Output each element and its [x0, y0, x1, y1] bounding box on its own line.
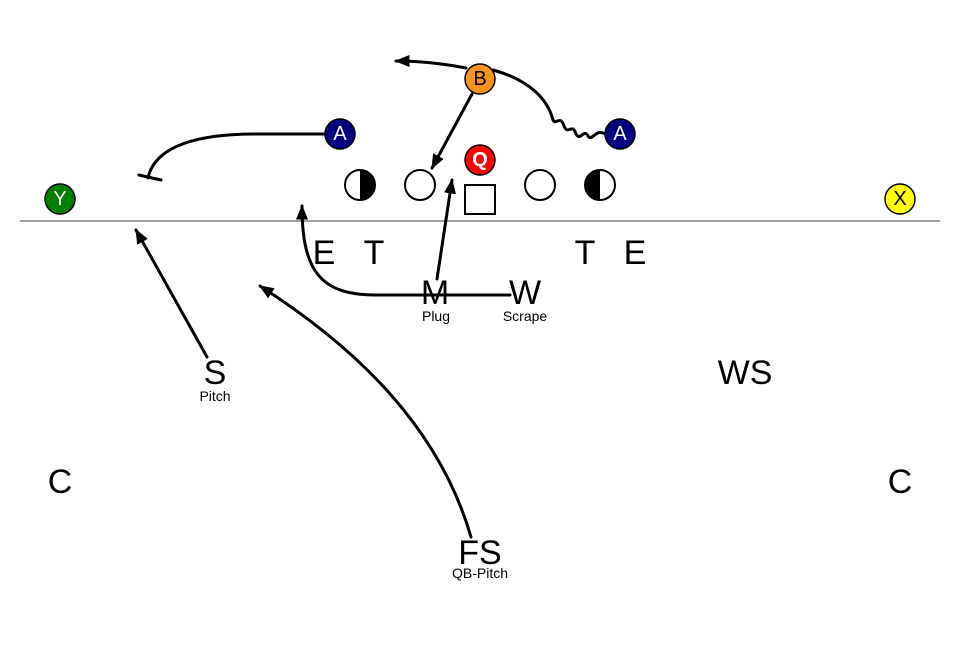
- a-right-motion-route: [491, 68, 607, 139]
- svg-text:X: X: [893, 188, 906, 210]
- defender-fs-assignment: QB-Pitch: [452, 565, 508, 581]
- w-scrape-route: [296, 204, 512, 297]
- left-guard: [404, 169, 436, 201]
- quarterback: Q: [464, 144, 496, 176]
- defender-s-assignment: Pitch: [199, 388, 230, 404]
- b-back: B: [464, 63, 496, 95]
- b-arc-route: [394, 55, 468, 70]
- fs-qb-pitch-route: [258, 284, 473, 539]
- defender-ws: WS: [718, 354, 773, 392]
- right-tackle: [584, 169, 616, 201]
- defender-t-right: T: [575, 234, 596, 272]
- a-back-right: A: [604, 118, 636, 150]
- defender-m: M: [421, 274, 449, 312]
- svg-text:A: A: [333, 123, 347, 145]
- a-left-block-stop: [137, 173, 163, 182]
- defender-w: W: [509, 274, 541, 312]
- defender-m-assignment: Plug: [422, 308, 450, 324]
- defender-w-assignment: Scrape: [503, 308, 548, 324]
- b-dive-route: [430, 92, 474, 170]
- defender-s: S: [204, 354, 227, 392]
- svg-text:Y: Y: [53, 188, 66, 210]
- svg-text:A: A: [613, 123, 627, 145]
- svg-text:Q: Q: [472, 149, 488, 171]
- center: [464, 184, 496, 215]
- svg-text:B: B: [473, 68, 486, 90]
- defender-e-right: E: [624, 234, 647, 272]
- defender-e-left: E: [313, 234, 336, 272]
- s-pitch-route: [134, 228, 209, 359]
- defender-fs: FS: [458, 534, 501, 572]
- m-plug-route: [435, 178, 456, 281]
- a-left-block-route: [146, 132, 327, 180]
- right-guard: [524, 169, 556, 201]
- defender-t-left: T: [364, 234, 385, 272]
- left-tackle: [344, 169, 376, 201]
- a-back-left: A: [324, 118, 356, 150]
- y-receiver: Y: [44, 183, 76, 215]
- x-receiver: X: [884, 183, 916, 215]
- defender-c-left: C: [48, 463, 73, 501]
- defender-c-right: C: [888, 463, 913, 501]
